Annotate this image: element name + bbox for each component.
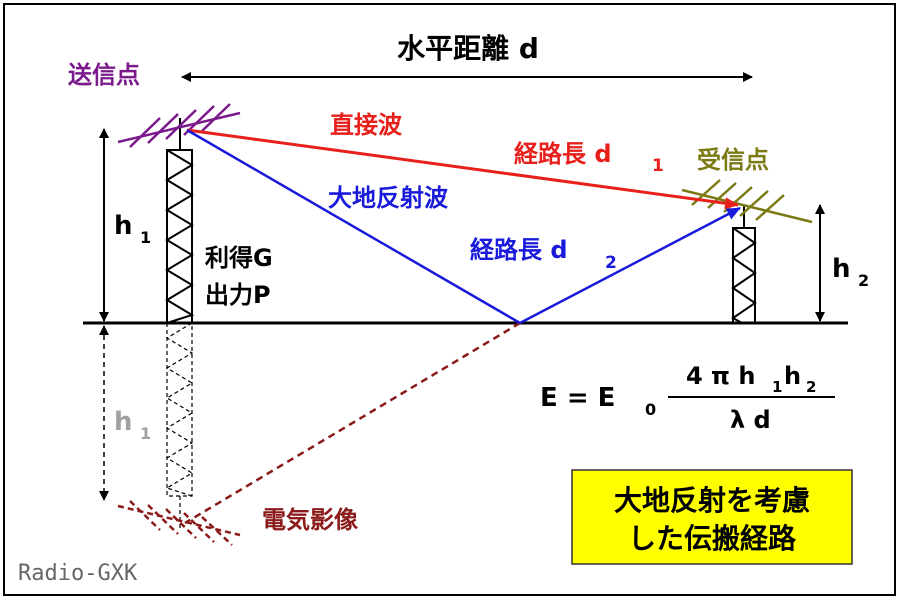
watermark-label: Radio-GXK <box>18 561 138 586</box>
reflected-wave-incident <box>186 128 521 325</box>
path-length-d2-label: 経路長 d <box>470 236 568 264</box>
note-box <box>571 469 853 565</box>
h1-label: h <box>114 211 133 241</box>
image-antenna <box>117 500 241 546</box>
horizontal-distance-label: 水平距離 d <box>397 32 539 65</box>
h1-image-label: h <box>114 407 133 437</box>
receive-tower <box>731 205 757 324</box>
direct-wave-label: 直接波 <box>330 111 403 139</box>
reflected-wave-reflected <box>519 206 741 325</box>
outer-frame <box>3 3 896 596</box>
direct-wave-line <box>186 128 739 210</box>
h1-image-subscript: 1 <box>140 424 151 443</box>
image-tower <box>165 322 194 528</box>
formula-numerator-mid: h <box>784 362 801 390</box>
formula-numerator-sub1: 1 <box>772 378 782 396</box>
transmit-point-label: 送信点 <box>68 61 140 89</box>
h1-subscript: 1 <box>140 228 151 247</box>
path-length-d1-label: 経路長 d <box>514 140 612 168</box>
image-path <box>184 321 521 525</box>
electric-image-label: 電気影像 <box>262 506 359 534</box>
ground-reflected-wave-label: 大地反射波 <box>328 184 449 212</box>
receive-point-label: 受信点 <box>697 146 769 174</box>
note-line2: した伝搬経路 <box>628 522 797 555</box>
d1-subscript: 1 <box>652 156 664 176</box>
gain-label: 利得G <box>205 244 273 272</box>
power-label: 出力P <box>205 281 271 309</box>
d2-subscript: 2 <box>605 253 617 273</box>
formula-sub0: 0 <box>645 400 656 419</box>
h2-subscript: 2 <box>858 271 869 290</box>
h2-label: h <box>832 254 851 284</box>
formula-lhs: E = E <box>540 383 615 413</box>
formula-numerator-sub2: 2 <box>806 378 816 396</box>
formula-denominator: λ d <box>730 406 771 434</box>
formula-numerator-prefix: 4 π h <box>686 362 755 390</box>
transmit-tower <box>165 118 195 324</box>
note-line1: 大地反射を考慮 <box>614 484 810 517</box>
